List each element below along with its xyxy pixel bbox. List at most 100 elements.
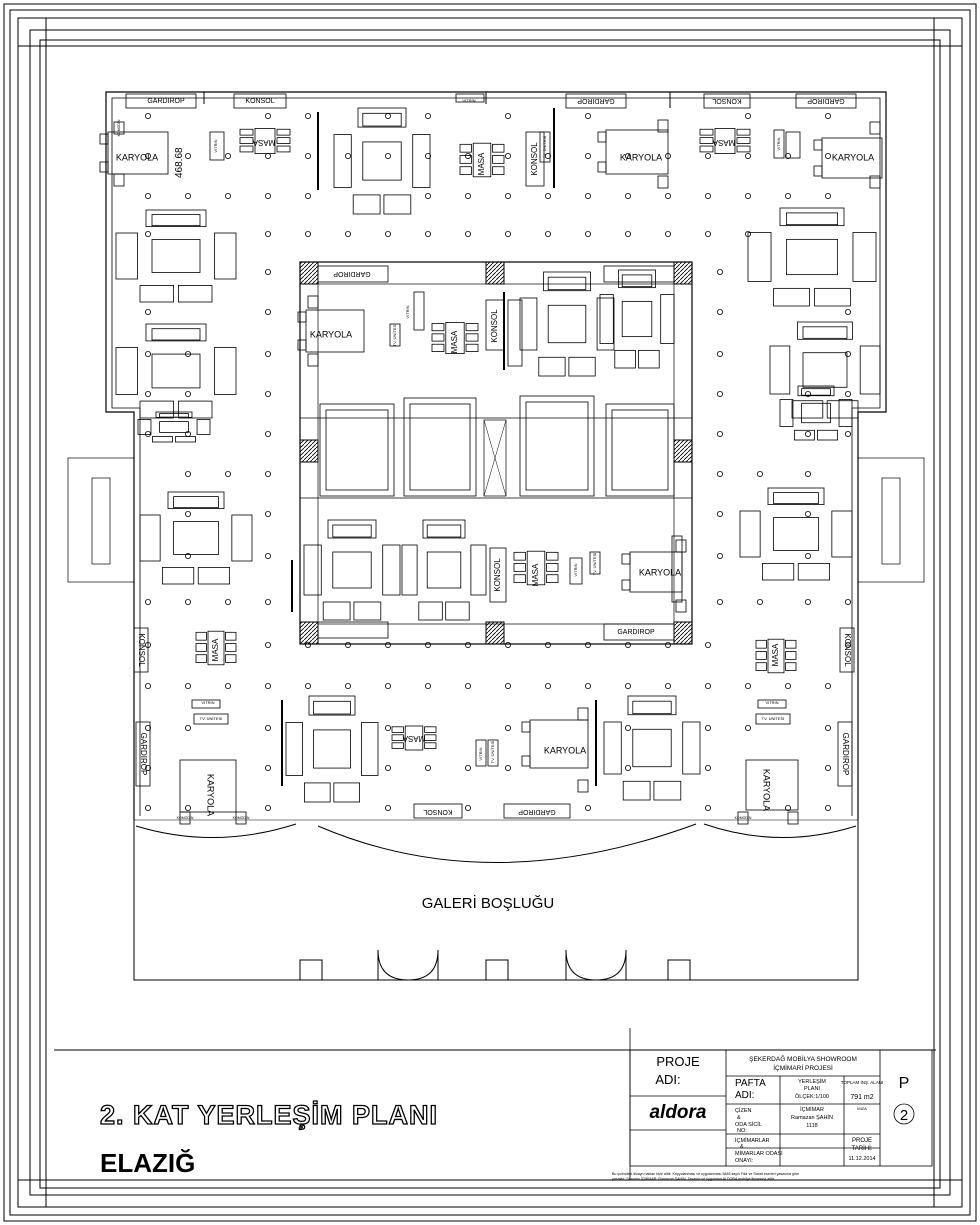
column-dot <box>264 599 271 606</box>
wall-unit <box>317 265 389 283</box>
chair <box>465 343 479 352</box>
label-vitrin: VITRIN <box>573 563 578 576</box>
nightstand <box>597 161 607 173</box>
column-dot <box>825 192 832 199</box>
column-dot <box>717 350 724 357</box>
chair <box>276 128 291 136</box>
proje-label: PROJE <box>656 1054 700 1069</box>
column-dot <box>144 683 151 690</box>
column-dot <box>625 725 632 732</box>
column-dot <box>705 683 712 690</box>
column-dot <box>264 553 271 560</box>
column-dot <box>785 805 792 812</box>
column-dot <box>705 725 712 732</box>
column-dot <box>424 230 431 237</box>
column-dot <box>745 725 752 732</box>
armchair <box>361 722 379 776</box>
nightstand <box>657 175 669 189</box>
approval-4: ONAYI: <box>735 1158 754 1164</box>
dining-table <box>472 142 492 178</box>
column-dot <box>464 192 471 199</box>
armchair <box>196 419 211 435</box>
column-dot <box>805 430 812 437</box>
label-gardirop: GARDIROP <box>147 98 185 105</box>
wall-unit <box>413 803 463 819</box>
armchair <box>303 782 331 803</box>
label-masa: MASA <box>771 643 780 666</box>
nightstand <box>113 121 125 135</box>
armchair <box>139 514 161 562</box>
column-dot <box>705 805 712 812</box>
column-dot <box>745 192 752 199</box>
sofa <box>797 385 835 397</box>
column-dot <box>665 192 672 199</box>
dining-table <box>767 638 785 674</box>
chair <box>195 654 207 663</box>
column-dot <box>625 192 632 199</box>
column-dot <box>264 350 271 357</box>
armchair <box>115 232 139 280</box>
armchair <box>139 400 174 419</box>
column-dot <box>224 599 231 606</box>
pafta-adi-label: ADI: <box>735 1090 754 1101</box>
coffee-table <box>426 551 462 589</box>
bed <box>305 309 365 353</box>
column-dot <box>717 430 724 437</box>
coffee-table <box>802 352 848 388</box>
column-dot <box>585 683 592 690</box>
armchair <box>814 287 851 307</box>
area-value: 791 m2 <box>850 1094 873 1101</box>
sofa <box>145 209 207 227</box>
wall-unit <box>233 93 287 109</box>
coffee-table <box>151 353 201 389</box>
coffee-table <box>173 521 219 555</box>
wall-unit <box>193 713 229 725</box>
wall-unit <box>135 721 151 787</box>
wall-unit <box>413 291 425 331</box>
label-vitrin: VITRIN <box>405 305 410 318</box>
armchair <box>418 601 443 621</box>
armchair <box>831 510 853 558</box>
label-karyola: KARYOLA <box>206 774 216 816</box>
armchair <box>353 601 382 621</box>
wall-unit <box>455 93 485 103</box>
column-dot <box>144 113 151 120</box>
column-dot <box>504 230 511 237</box>
nightstand <box>99 133 109 145</box>
column-dot <box>845 308 852 315</box>
armchair <box>852 232 877 282</box>
armchair <box>682 721 701 775</box>
wall-unit <box>839 627 855 673</box>
armchair <box>139 285 174 303</box>
wall-unit <box>191 699 221 709</box>
sofa-module-inner <box>325 409 389 491</box>
chair <box>736 145 751 153</box>
nightstand <box>297 339 307 351</box>
armchair <box>653 780 682 801</box>
wall-unit <box>569 557 583 585</box>
sofa <box>422 519 466 539</box>
column-dot <box>424 192 431 199</box>
approval-3: MİMARLAR ODASI <box>735 1150 783 1157</box>
column-dot <box>717 268 724 275</box>
column-dot <box>464 765 471 772</box>
chair <box>391 726 404 733</box>
label-karyola: KARYOLA <box>762 769 772 811</box>
column-dot <box>504 152 511 159</box>
title-area: 2. KAT YERLEŞİM PLANI ELAZIĞ <box>54 1049 936 1178</box>
nightstand <box>869 121 881 135</box>
column-dot <box>184 192 191 199</box>
chair <box>276 145 291 153</box>
column-dot <box>144 725 151 732</box>
column-dot <box>264 510 271 517</box>
p-number: 2 <box>900 1107 908 1124</box>
column-dot <box>144 599 151 606</box>
column-dot <box>464 805 471 812</box>
area-label: TOPLAM İNŞ. ALANI <box>841 1079 883 1085</box>
chair <box>465 333 479 342</box>
column-dot <box>785 192 792 199</box>
label-tv-unit: TV. ÜNİTESİ <box>392 324 397 347</box>
column-dot <box>625 230 632 237</box>
column-dot <box>504 683 511 690</box>
stairs-right <box>857 457 925 583</box>
